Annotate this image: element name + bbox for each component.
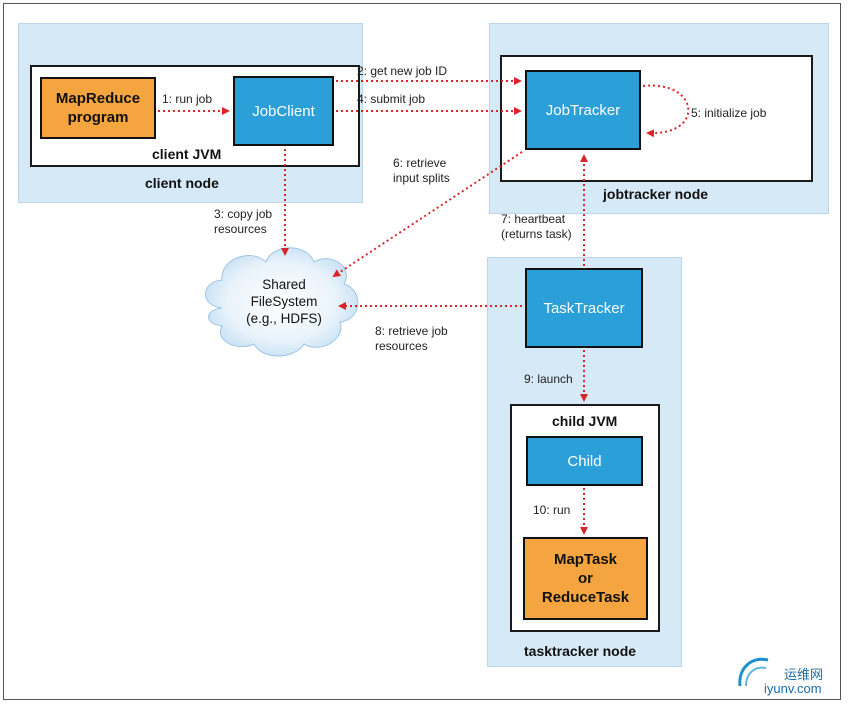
label-run-job: 1: run job xyxy=(162,92,213,106)
label-submit-job: 4: submit job xyxy=(357,92,426,106)
child-jvm-label: child JVM xyxy=(552,413,618,429)
label-run: 10: run xyxy=(533,503,571,517)
label-launch: 9: launch xyxy=(524,372,573,386)
shared-filesystem-cloud xyxy=(205,247,359,357)
watermark-url: iyunv.com xyxy=(764,681,822,696)
label-heartbeat: 7: heartbeat (returns task) xyxy=(501,212,572,241)
client-node-label: client node xyxy=(145,175,219,191)
jobclient-box: JobClient xyxy=(233,76,334,146)
arrow-initialize-job xyxy=(642,84,690,138)
tasktracker-box: TaskTracker xyxy=(525,268,643,348)
jobtracker-node-label: jobtracker node xyxy=(603,186,709,202)
label-retrieve-job-resources: 8: retrieve job resources xyxy=(375,324,448,353)
label-copy-resources: 3: copy job resources xyxy=(214,207,273,236)
client-jvm-label: client JVM xyxy=(152,146,222,162)
jobtracker-box: JobTracker xyxy=(525,70,641,150)
label-initialize-job: 5: initialize job xyxy=(691,106,767,120)
label-get-job-id: 2: get new job ID xyxy=(357,64,448,78)
tasktracker-node-label: tasktracker node xyxy=(524,643,637,659)
mapreduce-program-box: MapReduce program xyxy=(40,77,156,139)
maptask-box: MapTask or ReduceTask xyxy=(523,537,648,620)
shared-filesystem-label: Shared FileSystem (e.g., HDFS) xyxy=(246,277,322,326)
label-retrieve-splits: 6: retrieve input splits xyxy=(393,156,450,185)
watermark-logo-icon xyxy=(738,657,769,687)
watermark-cn: 运维网 xyxy=(784,667,824,682)
child-box: Child xyxy=(526,436,643,486)
